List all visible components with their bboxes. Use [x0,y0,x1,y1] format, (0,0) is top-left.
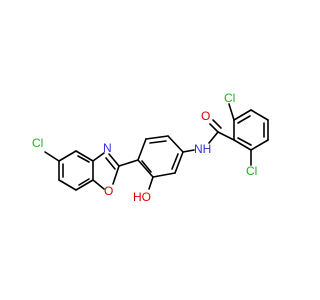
bond [250,139,269,151]
oxazole-ring [92,152,120,190]
bond [228,103,235,121]
bond [148,176,154,190]
bond [250,109,269,121]
double-bond [212,119,222,129]
double-bond-inner [77,155,90,163]
bond [137,159,154,178]
atom-label-o: O [104,184,113,198]
structure-canvas: Cl N O O NH HO Cl Cl [32,91,269,204]
bond [217,131,235,141]
bond [167,135,184,153]
atom-label-o-carbonyl: O [201,109,210,123]
dichlorophenyl-ring [233,109,269,151]
bond [145,135,169,140]
bond [137,138,147,161]
bond [108,153,120,167]
double-bond-inner [141,160,152,173]
double-bond-inner [237,137,252,146]
bond [44,151,60,162]
bond [92,179,105,190]
bond [92,152,105,162]
bond [174,151,184,174]
bond [233,139,252,151]
hydroxyphenyl-ring [137,135,184,178]
double-bond-inner [237,115,251,124]
bond [75,150,94,162]
bond [118,159,139,167]
bond [208,131,219,144]
atom-label-n: N [103,141,112,155]
double-bond-inner [149,140,167,144]
atom-label-ho: HO [133,190,151,204]
benzoxazole-benzene-ring [58,150,94,191]
atom-label-cl: Cl [224,91,235,105]
molecule-diagram: Cl N O O NH HO Cl Cl [32,91,269,204]
bond [112,165,120,185]
bond [58,150,77,162]
atom-label-nh: NH [194,142,211,156]
atom-label-cl: Cl [32,136,43,150]
atom-label-cl: Cl [246,164,257,178]
bond [152,172,176,178]
bond [58,179,77,191]
double-bond [209,123,219,133]
double-bond-inner [171,153,179,170]
bond [182,149,195,153]
bond [233,109,252,121]
bond [75,179,94,191]
double-bond-inner [105,157,116,170]
double-bond-inner [78,178,90,186]
